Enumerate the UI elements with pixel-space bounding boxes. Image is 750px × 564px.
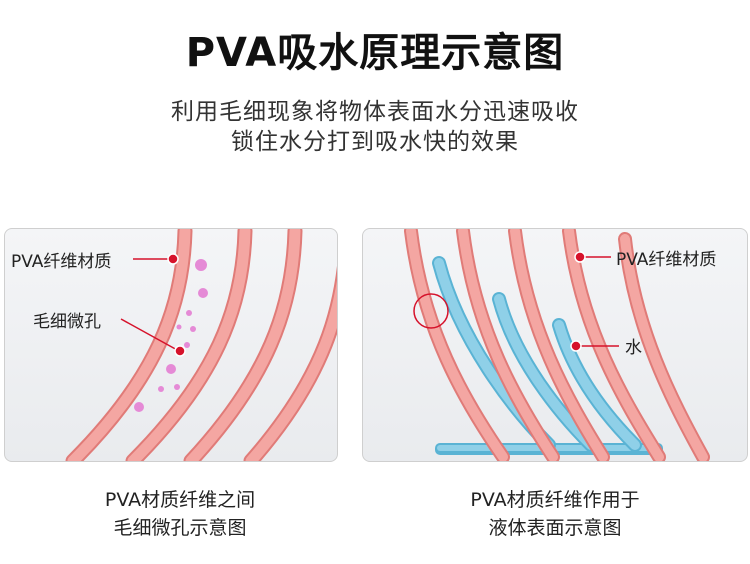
capillary-pore-panel: PVA纤维材质 毛细微孔 bbox=[4, 228, 338, 462]
fiber-strand-4 bbox=[243, 265, 337, 461]
contact-highlight-circle bbox=[413, 293, 449, 329]
right-caption: PVA材质纤维作用于 液体表面示意图 bbox=[375, 486, 735, 542]
right-caption-line-1: PVA材质纤维作用于 bbox=[470, 489, 640, 511]
left-caption-line-1: PVA材质纤维之间 bbox=[104, 489, 256, 511]
water-marker-dot bbox=[570, 340, 582, 352]
fiber-strand-2 bbox=[125, 229, 253, 461]
water-strand-3 bbox=[552, 318, 642, 452]
fiber-label: PVA纤维材质 bbox=[11, 252, 112, 272]
fiber-marker-dot bbox=[574, 251, 586, 263]
left-caption: PVA材质纤维之间 毛细微孔示意图 bbox=[0, 486, 360, 542]
fiber-strand-1 bbox=[65, 229, 193, 461]
fiber-label: PVA纤维材质 bbox=[616, 250, 717, 270]
pore-marker-dot bbox=[174, 345, 186, 357]
pore-label: 毛细微孔 bbox=[33, 312, 101, 332]
right-caption-line-2: 液体表面示意图 bbox=[488, 517, 622, 539]
fiber-strand-5 bbox=[618, 232, 710, 461]
fiber-strand-2 bbox=[456, 229, 560, 461]
liquid-surface-panel: PVA纤维材质 水 bbox=[362, 228, 748, 462]
subtitle-line-1: 利用毛细现象将物体表面水分迅速吸收 bbox=[171, 99, 579, 125]
capillary-pore-diagram bbox=[65, 229, 337, 461]
fiber-strand-4 bbox=[562, 229, 666, 461]
fiber-label-leader bbox=[133, 253, 179, 265]
liquid-surface-diagram bbox=[404, 229, 710, 461]
water-label-leader bbox=[570, 340, 619, 352]
water-strand-2 bbox=[492, 292, 598, 452]
subtitle-line-2: 锁住水分打到吸水快的效果 bbox=[231, 129, 519, 155]
fiber-strand-3 bbox=[183, 229, 303, 461]
fiber-strand-1 bbox=[404, 229, 510, 461]
capillary-pores bbox=[134, 259, 208, 412]
left-caption-line-2: 毛细微孔示意图 bbox=[113, 517, 247, 539]
pore-label-leader bbox=[120, 318, 186, 357]
fiber-strand-3 bbox=[508, 229, 610, 461]
fiber-marker-dot bbox=[167, 253, 179, 265]
water-label: 水 bbox=[625, 338, 642, 358]
page-title: PVA吸水原理示意图 bbox=[185, 30, 565, 76]
fiber-label-leader bbox=[574, 251, 611, 263]
